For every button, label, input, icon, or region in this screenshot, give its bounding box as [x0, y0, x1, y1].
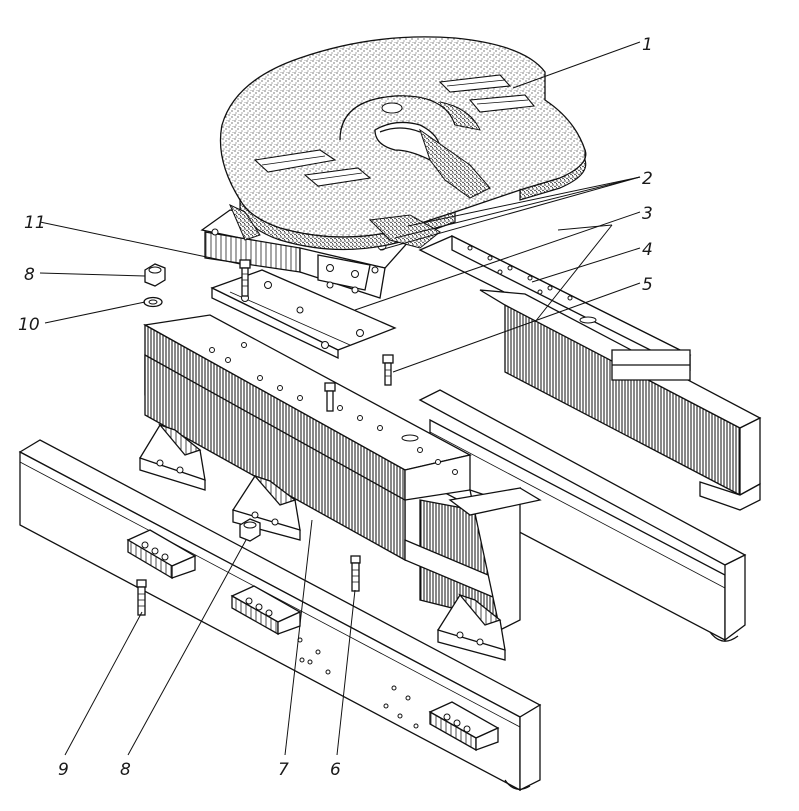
callout-labels: 1 2 3 4 5 6 7 8 8 9 10 11 — [18, 35, 653, 780]
bolt-center — [324, 382, 336, 412]
subframe-bracket-middle — [232, 474, 301, 541]
subframe-long-member — [418, 234, 762, 511]
callout-6: 6 — [330, 760, 341, 780]
washer-10 — [143, 296, 163, 308]
callout-3: 3 — [642, 204, 653, 224]
mounting-plate — [210, 269, 397, 360]
callout-8-top: 8 — [24, 265, 35, 285]
callout-8-bottom: 8 — [120, 760, 131, 780]
callout-10: 10 — [18, 315, 40, 335]
subframe-bracket-left — [139, 423, 206, 491]
fifth-wheel-coupling — [219, 36, 587, 251]
callout-9: 9 — [58, 760, 69, 780]
callout-5: 5 — [642, 275, 653, 295]
nut-8-top — [144, 263, 166, 287]
rail-bracket-3 — [428, 701, 500, 752]
rail-holes — [297, 637, 419, 729]
callout-2: 2 — [642, 169, 653, 189]
bolt-9 — [136, 579, 147, 616]
leader-lines — [39, 41, 641, 756]
bolt-11 — [239, 259, 251, 297]
callout-11: 11 — [24, 213, 46, 233]
nut-8-bottom — [239, 518, 261, 542]
subframe-cross-member — [143, 314, 542, 631]
bolt-5 — [382, 354, 394, 386]
bolt-6 — [350, 555, 361, 592]
callout-1: 1 — [642, 35, 653, 55]
rail-bracket-1 — [126, 529, 197, 580]
callout-4: 4 — [642, 240, 653, 260]
callout-7: 7 — [278, 760, 289, 780]
subframe-bracket-right — [437, 593, 506, 661]
